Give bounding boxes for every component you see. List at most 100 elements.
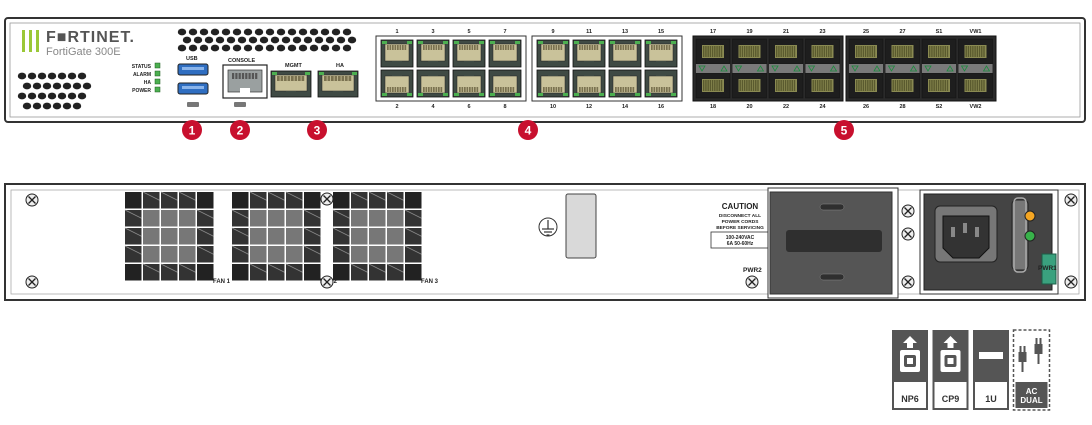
- port-label-14: 14: [622, 104, 629, 110]
- badge-label-part: DUAL: [1020, 396, 1042, 405]
- callout-number: 2: [237, 124, 244, 138]
- port-label-18: 18: [710, 104, 716, 110]
- fan-grille-3: FAN 3: [332, 191, 439, 285]
- usb-port-1[interactable]: [177, 63, 209, 76]
- fortinet-logo: F■RTINET. FortiGate 300E: [22, 29, 135, 58]
- ha-label: HA: [336, 63, 344, 69]
- rj45-port-4[interactable]: [416, 69, 450, 98]
- mgmt-port[interactable]: [270, 70, 312, 98]
- sfp-port-26[interactable]: [848, 72, 884, 99]
- usb-port-2[interactable]: [177, 82, 209, 95]
- sfp-port-22[interactable]: [768, 72, 804, 99]
- callout-number: 3: [314, 124, 321, 138]
- sfp-port-19[interactable]: [732, 38, 767, 65]
- rj45-port-13[interactable]: [608, 39, 642, 68]
- ha-port[interactable]: [317, 70, 359, 98]
- rj45-port-3[interactable]: [416, 39, 450, 68]
- rj45-port-5[interactable]: [452, 39, 486, 68]
- rj45-port-11[interactable]: [572, 39, 606, 68]
- callout-marker-3: 3: [307, 120, 327, 140]
- chip-up-icon: [900, 336, 920, 372]
- vent-left: [17, 72, 92, 110]
- rj45-port-7[interactable]: [488, 39, 522, 68]
- port-label-10: 10: [550, 104, 556, 110]
- rj45-port-8[interactable]: [488, 69, 522, 98]
- fan-label-1: FAN 1: [213, 279, 231, 285]
- chip-up-icon: [940, 336, 961, 372]
- port-label-s1: S1: [936, 29, 943, 35]
- led-label-status: STATUS: [132, 64, 152, 70]
- rj45-port-10[interactable]: [536, 69, 570, 98]
- led-status: [154, 62, 161, 69]
- port-label-3: 3: [431, 29, 434, 35]
- port-label-1: 1: [395, 29, 398, 35]
- sfp-port-24[interactable]: [805, 72, 840, 99]
- rating-line: 6A 50-60Hz: [727, 241, 754, 247]
- sfp-port-25[interactable]: [848, 38, 884, 65]
- screw: [745, 275, 759, 289]
- rj45-port-14[interactable]: [608, 69, 642, 98]
- sfp-port-S1[interactable]: [921, 38, 957, 65]
- port-label-28: 28: [899, 104, 905, 110]
- port-label-vw1: VW1: [970, 29, 982, 35]
- screw: [1064, 193, 1078, 207]
- brand-name: F■RTINET.: [46, 29, 135, 46]
- usb-label: USB: [186, 56, 198, 62]
- sfp-port-VW2[interactable]: [958, 72, 993, 99]
- port-label-2: 2: [395, 104, 398, 110]
- feature-badges: NP6CP91UACDUALAC DUAL: [892, 329, 1051, 411]
- rj45-port-15[interactable]: [644, 39, 678, 68]
- rj45-port-2[interactable]: [380, 69, 414, 98]
- port-label-24: 24: [819, 104, 826, 110]
- management-ports: [222, 64, 359, 99]
- sfp-port-17[interactable]: [695, 38, 731, 65]
- badge-ac-dual: ACDUALAC DUAL: [1012, 329, 1051, 411]
- port-label-19: 19: [746, 29, 752, 35]
- badge-label: NP6: [901, 394, 919, 404]
- sfp-port-S2[interactable]: [921, 72, 957, 99]
- sfp-port-21[interactable]: [768, 38, 804, 65]
- mgmt-label: MGMT: [285, 63, 302, 69]
- screw: [901, 275, 915, 289]
- rj45-port-1[interactable]: [380, 39, 414, 68]
- screw: [320, 275, 334, 289]
- sfp-port-27[interactable]: [885, 38, 920, 65]
- screws: [25, 192, 1078, 289]
- console-port[interactable]: [222, 64, 268, 99]
- callout-number: 5: [841, 124, 848, 138]
- rj45-port-6[interactable]: [452, 69, 486, 98]
- sfp-port-28[interactable]: [885, 72, 920, 99]
- port-label-s2: S2: [936, 104, 943, 110]
- screw: [320, 192, 334, 206]
- rj45-port-16[interactable]: [644, 69, 678, 98]
- sfp-port-VW1[interactable]: [958, 38, 993, 65]
- caution-line: DISCONNECT ALL: [719, 213, 761, 219]
- led-ha: [154, 78, 161, 85]
- usb-indicator: [187, 102, 199, 107]
- port-label-12: 12: [586, 104, 592, 110]
- badge-cp9: CP9: [932, 330, 969, 410]
- port-label-5: 5: [467, 29, 470, 35]
- port-label-20: 20: [746, 104, 752, 110]
- callout-marker-1: 1: [182, 120, 202, 140]
- led-label-alarm: ALARM: [133, 72, 151, 78]
- rj45-port-12[interactable]: [572, 69, 606, 98]
- rack-unit-icon: [979, 352, 1003, 359]
- sfp-port-20[interactable]: [732, 72, 767, 99]
- led-power: [154, 86, 161, 93]
- port-label-6: 6: [467, 104, 470, 110]
- callout-marker-5: 5: [834, 120, 854, 140]
- pwr1-label: PWR1: [1038, 265, 1057, 272]
- rj45-port-9[interactable]: [536, 39, 570, 68]
- rating-line: 100-240VAC: [726, 235, 755, 241]
- sfp-port-23[interactable]: [805, 38, 840, 65]
- sfp-port-18[interactable]: [695, 72, 731, 99]
- caution-title: CAUTION: [722, 202, 759, 211]
- led-label-ha: HA: [144, 80, 152, 86]
